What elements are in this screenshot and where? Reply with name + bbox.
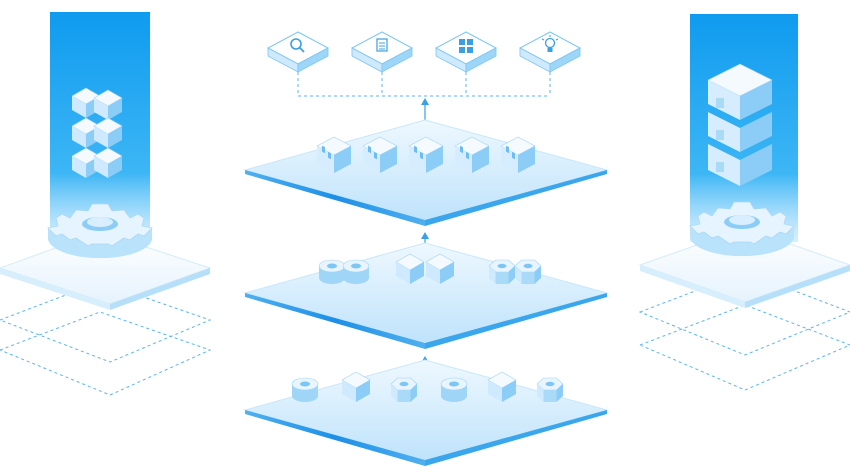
bulb-app-tile [519, 31, 581, 73]
left-pillar [0, 12, 212, 396]
search-icon [290, 38, 305, 53]
component-layer-plate [243, 242, 609, 349]
document-app-tile [351, 31, 413, 73]
right-dashed-plate-lower [638, 304, 850, 391]
foundation-layer-plate [243, 359, 609, 466]
document-icon [376, 38, 388, 52]
left-dashed-plate-upper [0, 281, 212, 363]
right-server-stack-icon [707, 63, 773, 186]
tiles-connector [297, 72, 551, 97]
left-block-stack-icon [71, 87, 123, 179]
bulb-icon [541, 35, 559, 52]
service-layer-plate [243, 119, 609, 226]
right-pillar [638, 14, 850, 391]
grid-app-tile [435, 31, 497, 73]
app-tiles-row [267, 31, 581, 73]
grid-icon [459, 39, 473, 53]
search-app-tile [267, 31, 329, 73]
left-dashed-plate-lower [0, 311, 212, 396]
